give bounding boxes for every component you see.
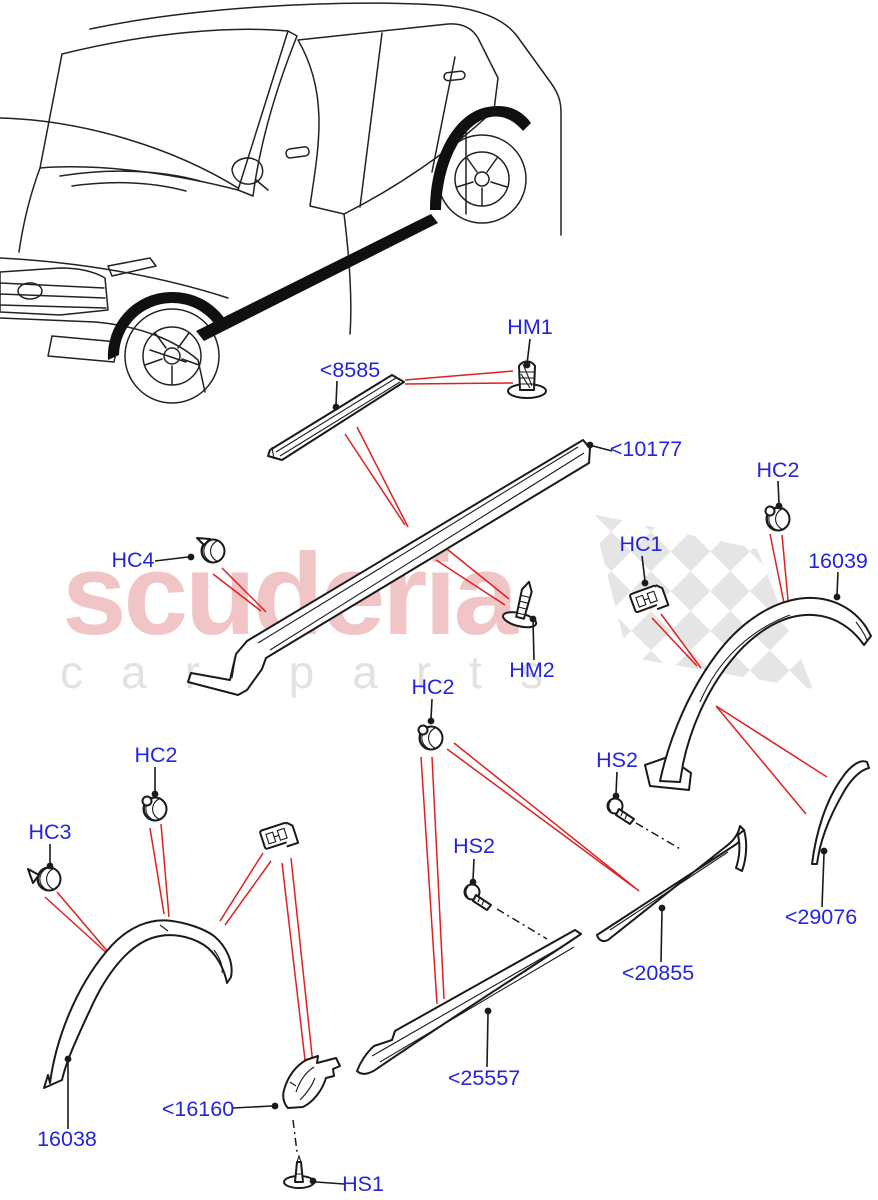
c-pillar	[431, 56, 456, 173]
clip-hc4-drawing	[196, 537, 226, 564]
callout-20855[interactable]: <20855	[622, 961, 694, 985]
vehicle-illustration	[0, 2, 562, 404]
hood-crease	[0, 117, 239, 189]
callout-hc2-middle[interactable]: HC2	[411, 675, 454, 699]
callout-hs1[interactable]: HS1	[342, 1172, 384, 1196]
part-29076-drawing	[811, 760, 870, 865]
fastener-hm1-drawing	[507, 360, 547, 399]
callout-16039[interactable]: 16039	[808, 549, 868, 573]
vehicle-body-outline	[89, 2, 562, 236]
watermark-checkered-flag	[592, 514, 813, 689]
rear-arch-moulding-highlight	[430, 105, 531, 210]
clip-hc2-top-drawing	[764, 505, 791, 532]
door-handle-rear	[443, 70, 466, 82]
hood-front-edge	[0, 257, 229, 299]
red-leader-lines	[44, 370, 828, 1078]
part-20855-drawing	[596, 825, 748, 943]
front-bumper	[0, 317, 206, 393]
part-16160-drawing	[282, 1055, 341, 1109]
callout-hm2[interactable]: HM2	[509, 658, 554, 682]
part-8585-drawing	[267, 374, 405, 461]
part-10177-drawing	[187, 439, 591, 696]
cowl-line	[18, 167, 41, 253]
part-16038-drawing	[43, 919, 233, 1089]
clip-hc2-left-drawing	[141, 795, 168, 822]
grille	[0, 267, 109, 316]
front-wheel	[124, 308, 220, 404]
wiper-lines	[59, 170, 201, 192]
side-windows	[297, 23, 499, 215]
screw-hs2-left-drawing	[463, 883, 492, 911]
callout-16038[interactable]: 16038	[37, 1127, 97, 1151]
b-pillar	[359, 32, 383, 208]
callout-hc4[interactable]: HC4	[111, 548, 154, 572]
part-16039-drawing	[644, 596, 872, 791]
callout-8585[interactable]: <8585	[320, 358, 380, 382]
callout-labels: HM1 <8585 <10177 HC2 HC1 16039 HC4 HM2 H…	[28, 315, 867, 1196]
callout-hc2-left[interactable]: HC2	[134, 743, 177, 767]
callout-10177[interactable]: <10177	[610, 437, 682, 461]
windshield	[39, 28, 289, 191]
fastener-hm2-drawing	[502, 580, 538, 629]
side-mirror	[231, 157, 269, 191]
badge	[17, 282, 43, 300]
headlamp	[107, 257, 157, 277]
door-handle-front	[285, 146, 310, 159]
a-pillar	[237, 30, 298, 197]
clip-hc2-middle-drawing	[417, 724, 444, 751]
callout-hs2-left[interactable]: HS2	[453, 834, 495, 858]
callout-hc3[interactable]: HC3	[28, 820, 71, 844]
callout-hc1-right[interactable]: HC1	[619, 532, 662, 556]
door-seam-front	[343, 213, 352, 335]
callout-16160[interactable]: <16160	[162, 1097, 234, 1121]
watermark-tagline-text: car parts	[60, 646, 581, 698]
callout-hc2-top-right[interactable]: HC2	[756, 458, 799, 482]
clip-hc1-right-drawing	[629, 584, 670, 614]
part-drawings	[27, 360, 872, 1189]
screw-hs1-drawing	[283, 1154, 315, 1189]
clip-hc1-left-drawing	[259, 821, 300, 850]
clip-hc3-drawing	[27, 866, 62, 892]
sill-moulding-highlight	[196, 214, 438, 341]
callout-hs2-right[interactable]: HS2	[596, 748, 638, 772]
part-25557-drawing	[356, 929, 582, 1075]
screw-hs2-right-drawing	[606, 797, 635, 825]
watermark: scuderia car parts	[60, 514, 813, 698]
callout-25557[interactable]: <25557	[448, 1066, 520, 1090]
callout-hm1[interactable]: HM1	[507, 315, 552, 339]
callout-leader-lines	[46, 338, 841, 1185]
front-arch-moulding-highlight	[107, 291, 227, 360]
callout-29076[interactable]: <29076	[785, 905, 857, 929]
